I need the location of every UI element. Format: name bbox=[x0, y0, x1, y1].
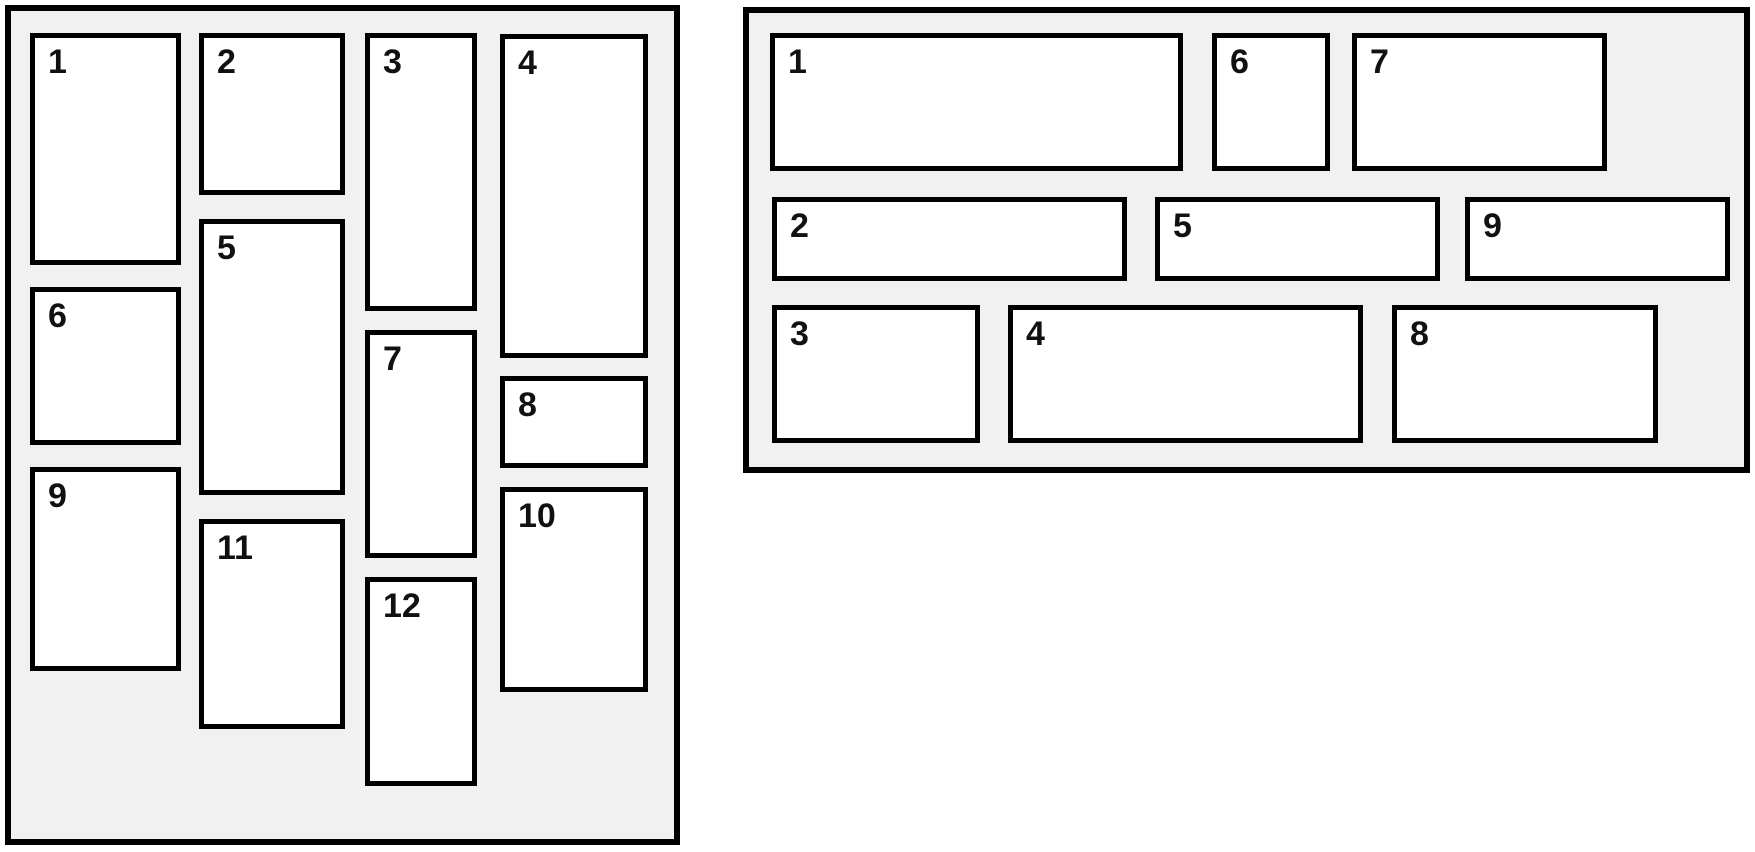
left-column-masonry-panel: 1 2 3 4 5 6 7 8 9 10 11 12 bbox=[5, 5, 680, 845]
masonry-item-3: 3 bbox=[365, 33, 477, 311]
row-item-label: 7 bbox=[1370, 43, 1389, 81]
row-item-label: 5 bbox=[1173, 207, 1192, 245]
row-item-9: 9 bbox=[1465, 197, 1730, 281]
row-item-4: 4 bbox=[1008, 305, 1363, 443]
masonry-item-12: 12 bbox=[365, 577, 477, 786]
row-item-8: 8 bbox=[1392, 305, 1658, 443]
masonry-item-label: 6 bbox=[48, 297, 67, 335]
row-item-7: 7 bbox=[1352, 33, 1607, 171]
row-item-3: 3 bbox=[772, 305, 980, 443]
masonry-item-label: 8 bbox=[518, 386, 537, 424]
row-item-label: 4 bbox=[1026, 315, 1045, 353]
masonry-item-label: 4 bbox=[518, 44, 537, 82]
row-item-5: 5 bbox=[1155, 197, 1440, 281]
masonry-item-9: 9 bbox=[30, 467, 181, 671]
row-item-2: 2 bbox=[772, 197, 1127, 281]
masonry-item-5: 5 bbox=[199, 219, 345, 495]
row-item-label: 1 bbox=[788, 43, 807, 81]
row-item-label: 3 bbox=[790, 315, 809, 353]
masonry-item-7: 7 bbox=[365, 330, 477, 558]
masonry-item-label: 1 bbox=[48, 43, 67, 81]
row-item-label: 9 bbox=[1483, 207, 1502, 245]
masonry-item-label: 12 bbox=[383, 587, 421, 625]
masonry-item-label: 3 bbox=[383, 43, 402, 81]
masonry-item-6: 6 bbox=[30, 287, 181, 445]
row-item-1: 1 bbox=[770, 33, 1183, 171]
masonry-item-label: 9 bbox=[48, 477, 67, 515]
masonry-item-label: 5 bbox=[217, 229, 236, 267]
row-item-label: 6 bbox=[1230, 43, 1249, 81]
masonry-item-label: 7 bbox=[383, 340, 402, 378]
masonry-item-2: 2 bbox=[199, 33, 345, 195]
masonry-item-1: 1 bbox=[30, 33, 181, 265]
row-item-label: 2 bbox=[790, 207, 809, 245]
row-item-6: 6 bbox=[1212, 33, 1330, 171]
masonry-item-4: 4 bbox=[500, 34, 648, 358]
row-item-label: 8 bbox=[1410, 315, 1429, 353]
masonry-item-label: 11 bbox=[217, 529, 253, 567]
masonry-item-label: 10 bbox=[518, 497, 556, 535]
masonry-item-label: 2 bbox=[217, 43, 236, 81]
masonry-item-10: 10 bbox=[500, 487, 648, 692]
masonry-item-8: 8 bbox=[500, 376, 648, 468]
masonry-item-11: 11 bbox=[199, 519, 345, 729]
right-row-masonry-panel: 1 6 7 2 5 9 3 4 8 bbox=[743, 7, 1750, 473]
